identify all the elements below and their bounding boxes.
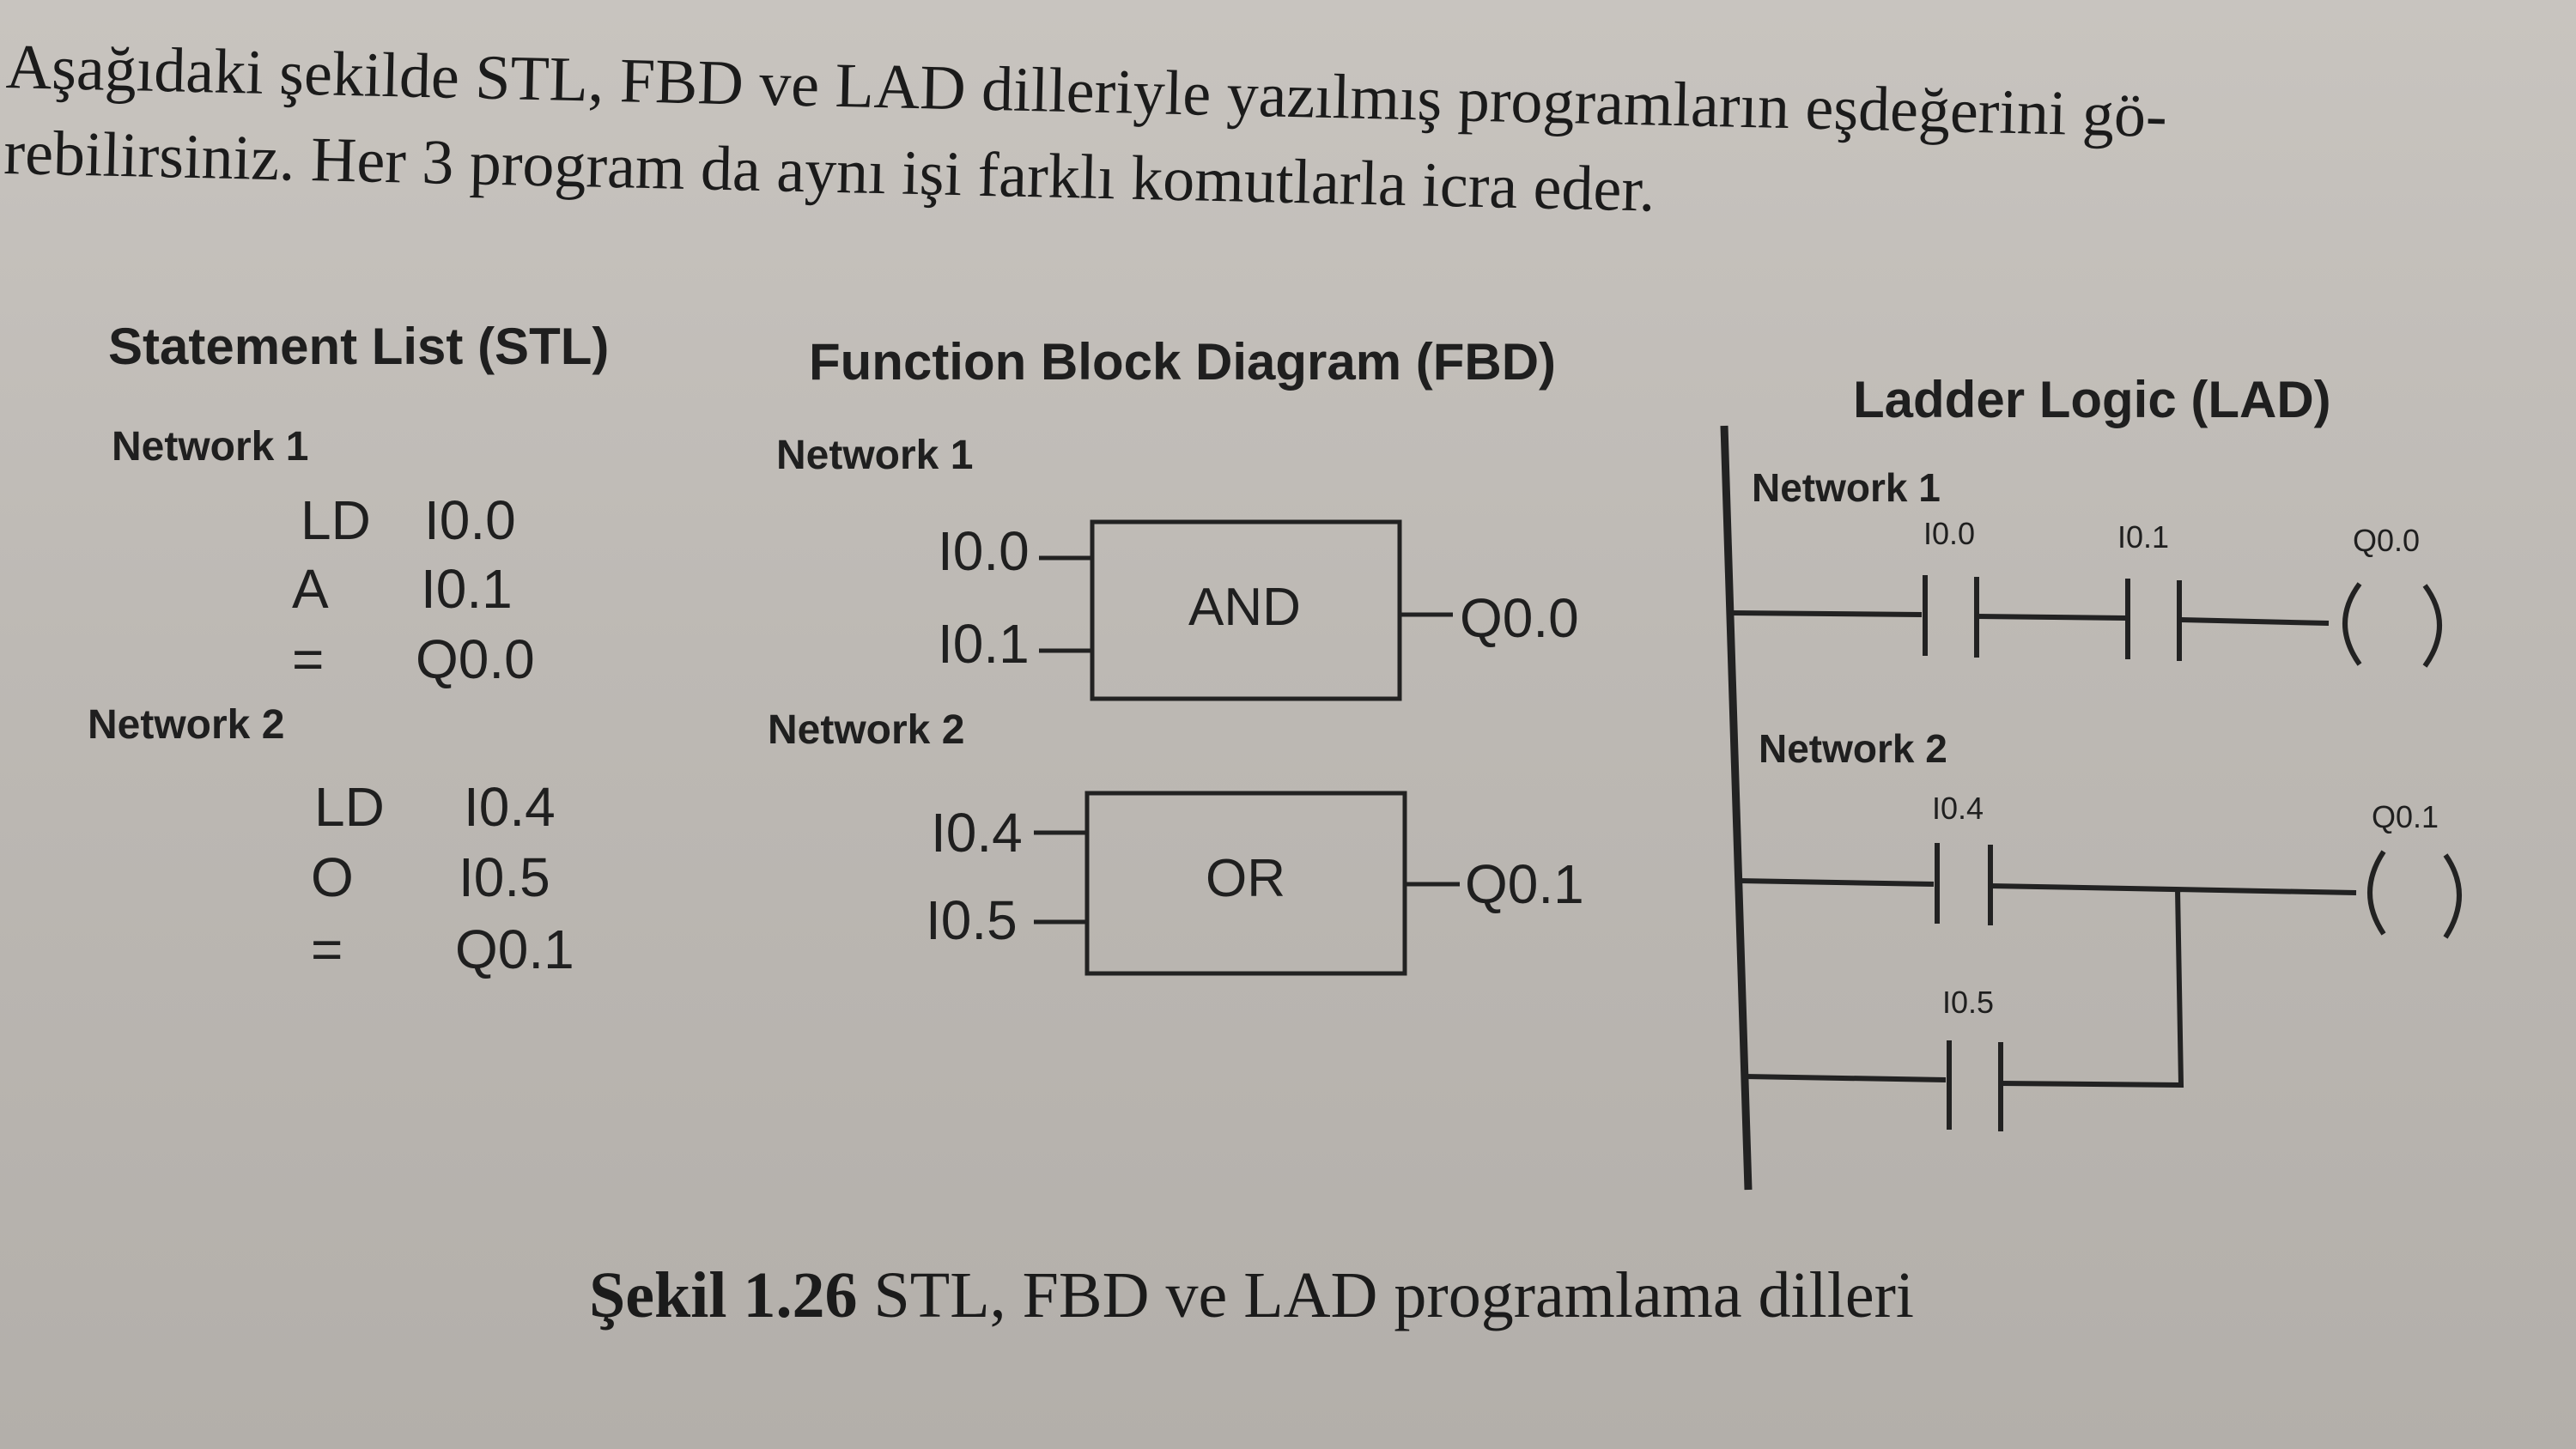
lad-power-rail (1720, 425, 1753, 1191)
lad-n1-coil-label: Q0.0 (2353, 523, 2420, 558)
stl-n1-operand-3: Q0.0 (416, 628, 535, 690)
stl-title: Statement List (STL) (108, 318, 609, 375)
lad-n2-coil-left (2367, 850, 2386, 936)
stl-n2-op-1: LD (314, 776, 385, 838)
fbd-or-label: OR (1206, 849, 1285, 908)
fbd-and-input-1: I0.0 (938, 520, 1030, 582)
figure-number: Şekil 1.26 (589, 1259, 858, 1331)
lad-network2-label: Network 2 (1759, 726, 1947, 771)
fbd-section: Function Block Diagram (FBD) Network 1 I… (768, 333, 1584, 976)
lad-n2-wire-2 (1990, 883, 2357, 895)
stl-n2-operand-2: I0.5 (459, 846, 550, 908)
fbd-title: Function Block Diagram (FBD) (809, 333, 1556, 391)
lad-n2-contact-1-label: I0.4 (1932, 791, 1984, 826)
fbd-or-output: Q0.1 (1465, 853, 1584, 915)
stl-n2-op-2: O (311, 846, 354, 908)
lad-n2-branch-wire-2 (2000, 888, 2184, 1088)
fbd-network2-label: Network 2 (768, 707, 964, 753)
stl-n1-op-1: LD (301, 489, 371, 551)
stl-n2-op-3: = (311, 919, 343, 980)
lad-n1-contact-1-label: I0.0 (1923, 516, 1975, 551)
fbd-and-input-2: I0.1 (938, 613, 1030, 675)
lad-n1-wire-3 (2178, 617, 2330, 626)
fbd-network1-label: Network 1 (776, 433, 973, 478)
figure-caption: Şekil 1.26 STL, FBD ve LAD programlama d… (589, 1258, 1914, 1333)
lad-title: Ladder Logic (LAD) (1853, 371, 2331, 428)
figure-caption-text: STL, FBD ve LAD programlama dilleri (873, 1259, 1915, 1331)
lad-n1-coil-left (2342, 582, 2362, 666)
stl-section: Statement List (STL) Network 1 LD I0.0 A… (88, 318, 609, 980)
stl-n2-operand-3: Q0.1 (455, 919, 574, 980)
stl-n1-operand-1: I0.0 (424, 489, 516, 551)
stl-n1-op-2: A (292, 558, 329, 620)
stl-n2-operand-1: I0.4 (464, 776, 556, 838)
lad-section: Ladder Logic (LAD) Network 1 I0.0 I0.1 Q… (1720, 371, 2462, 1191)
fbd-and-label: AND (1188, 578, 1301, 637)
lad-n1-coil-right (2422, 584, 2442, 668)
stl-network1-label: Network 1 (112, 424, 308, 470)
lad-n2-wire-1 (1737, 878, 1935, 887)
lad-n1-wire-1 (1730, 610, 1923, 617)
fbd-and-block (1090, 519, 1402, 701)
lad-n2-coil-right (2443, 853, 2462, 939)
stl-n1-op-3: = (292, 628, 324, 690)
fbd-or-input-2: I0.5 (926, 889, 1018, 951)
lad-n2-contact-2-label: I0.5 (1942, 985, 1994, 1020)
lad-n1-contact-2-label: I0.1 (2117, 519, 2169, 555)
fbd-and-output: Q0.0 (1460, 587, 1579, 649)
lad-network1-label: Network 1 (1752, 465, 1941, 510)
lad-n2-coil-label: Q0.1 (2372, 799, 2439, 834)
fbd-or-input-1: I0.4 (931, 802, 1023, 864)
stl-n1-operand-2: I0.1 (421, 558, 513, 620)
lad-n2-branch-wire-1 (1742, 1074, 1947, 1082)
lad-n1-wire-2 (1976, 614, 2127, 621)
stl-network2-label: Network 2 (88, 702, 284, 748)
